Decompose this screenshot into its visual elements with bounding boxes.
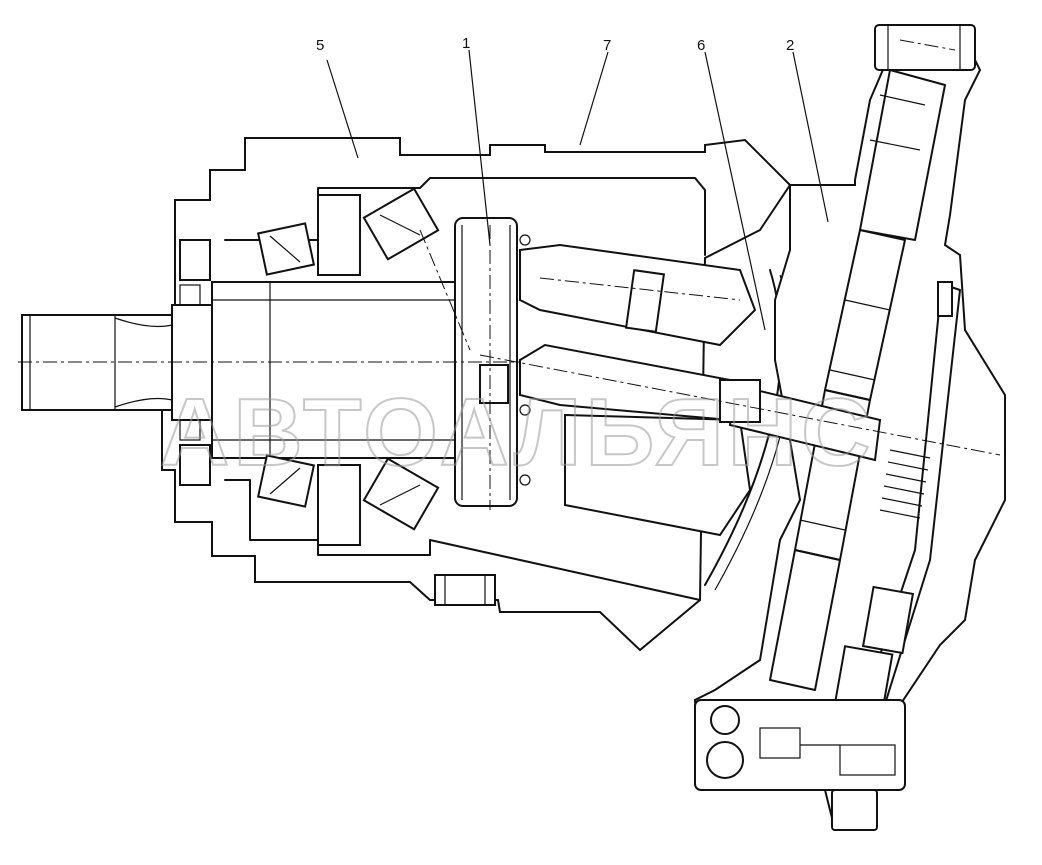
bearing-front-bottom [256, 454, 316, 508]
leader-5 [326, 59, 359, 159]
inner-cavity-lower [224, 479, 701, 601]
leader-1 [468, 49, 491, 246]
callout-5: 5 [316, 37, 324, 54]
bearing-front-top [256, 222, 316, 276]
watermark-text: АВТОАЛЬЯНС [160, 379, 874, 486]
leader-7 [579, 51, 609, 146]
bearing-rear-top [362, 187, 440, 261]
drive-shaft [211, 281, 471, 459]
callout-1: 1 [462, 35, 470, 52]
piston-top [519, 243, 757, 347]
spring-coil [879, 449, 931, 519]
cylinder-block [564, 413, 752, 537]
callout-2: 2 [786, 37, 794, 54]
top-cap [874, 24, 976, 71]
leader-2 [792, 51, 829, 223]
callout-7: 7 [603, 37, 611, 54]
drain-boss [434, 574, 496, 606]
control-bore [859, 69, 946, 241]
bearing-rear-bottom [362, 457, 440, 531]
callout-6: 6 [697, 37, 705, 54]
shaft-collar-top [179, 239, 211, 281]
leader-6 [704, 51, 766, 331]
bottom-plug [831, 789, 878, 831]
shaft-collar-bottom [179, 444, 211, 486]
